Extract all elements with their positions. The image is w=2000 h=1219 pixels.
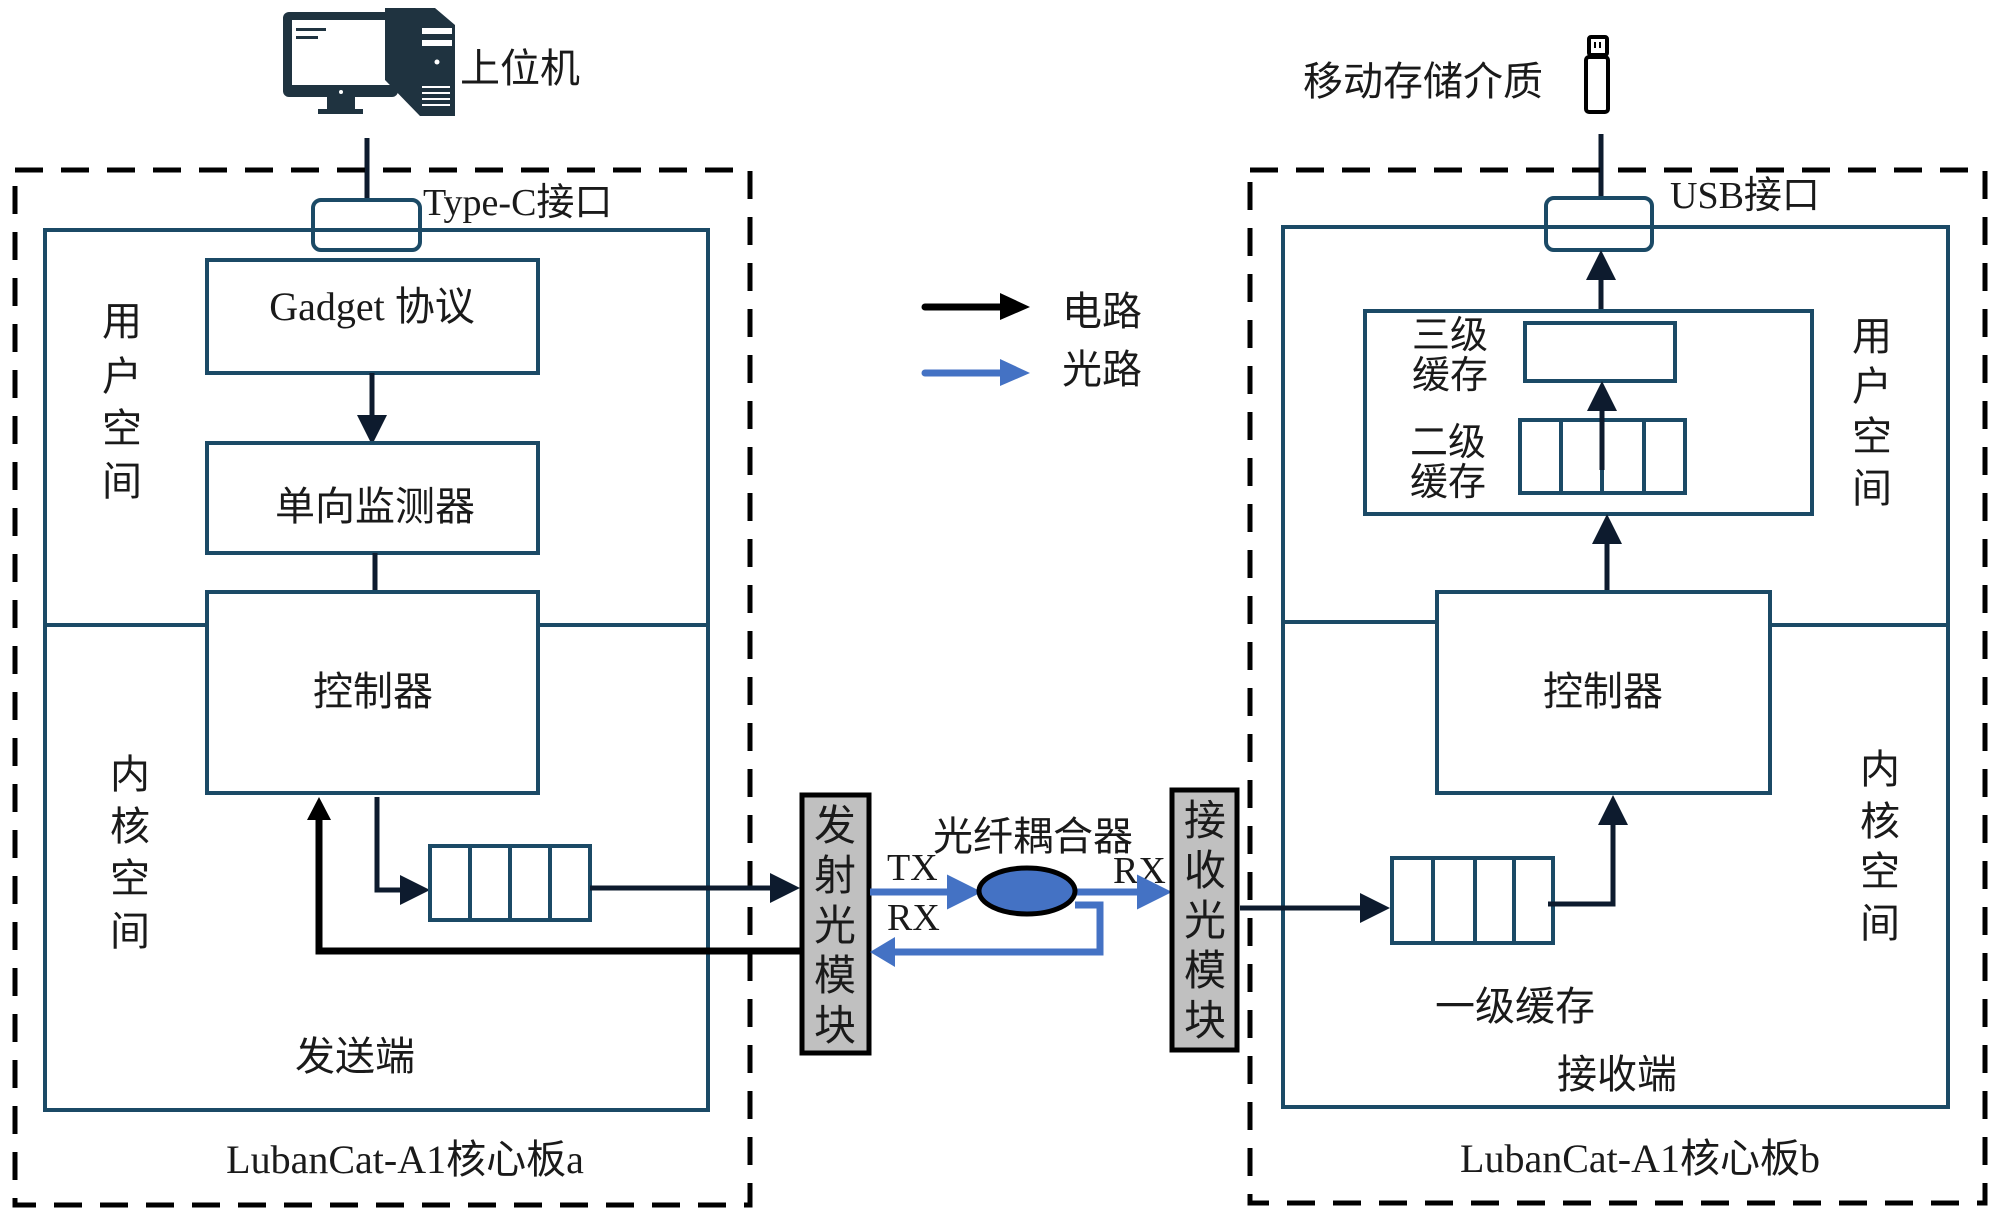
receiver-end-label: 接收端 [1557, 1052, 1677, 1097]
rx-optical-module: 接 收 光 模 块 [1169, 787, 1240, 1053]
sender-user-space-4: 间 [102, 459, 142, 504]
receiver-user-space-4: 间 [1852, 466, 1892, 511]
sender-user-space-3: 空 [102, 406, 142, 451]
rx-module-char-2: 收 [1184, 849, 1226, 895]
l3-cache-box [1523, 321, 1677, 383]
sender-user-space-1: 用 [102, 299, 142, 344]
tx-module-char-5: 块 [814, 1004, 856, 1050]
gadget-protocol-label: Gadget 协议 [269, 284, 475, 329]
rx-module-char-4: 模 [1184, 949, 1226, 995]
l2-cache-label-line2: 缓存 [1410, 462, 1486, 504]
legend-electric-arrowhead [1000, 293, 1030, 320]
rx-module-char-1: 接 [1184, 799, 1226, 845]
typec-port-label: Type-C接口 [423, 182, 612, 224]
receiver-user-space-3: 空 [1852, 414, 1892, 459]
sender-board-label: LubanCat-A1核心板a [226, 1137, 584, 1182]
sender-end-label: 发送端 [295, 1034, 415, 1079]
sender-kernel-space-2: 核 [110, 804, 150, 849]
l3-cache-label-line2: 缓存 [1412, 355, 1488, 397]
sender-user-space-2: 户 [102, 354, 142, 399]
legend-optical-arrowhead [1000, 359, 1030, 386]
rx-feedback-to-controller-arrow [315, 815, 800, 955]
rx-right-label: RX [1113, 850, 1166, 892]
usb-port-label: USB接口 [1670, 175, 1820, 217]
tx-module-char-1: 发 [814, 804, 856, 850]
storage-label: 移动存储介质 [1303, 59, 1543, 104]
host-label: 上位机 [460, 46, 580, 91]
coupler-label: 光纤耦合器 [933, 814, 1133, 859]
receiver-board-outline [1247, 167, 1988, 1206]
receiver-inner-box [1281, 225, 1950, 1109]
sender-board-outline [12, 167, 753, 1208]
l1-cache-queue [1390, 856, 1555, 945]
rx-module-char-5: 块 [1184, 999, 1226, 1045]
receiver-user-space-2: 户 [1852, 364, 1892, 409]
feedback-arrowhead [307, 797, 331, 820]
rx-module-char-3: 光 [1184, 899, 1226, 945]
receiver-board: USB接口 用 户 空 间 内 核 空 间 三级 缓存 二级 缓存 控制器 [1240, 167, 1988, 1206]
receiver-user-space-1: 用 [1852, 314, 1892, 359]
sender-controller-box [205, 590, 540, 795]
one-way-monitor-box [205, 441, 540, 555]
sender-kernel-space-1: 内 [110, 752, 150, 797]
controller-to-queue-arrow [374, 797, 430, 905]
receiver-kernel-space-1: 内 [1860, 747, 1900, 792]
l3-cache-label-line1: 三级 [1412, 315, 1488, 357]
sender-board: Type-C接口 用 户 空 间 内 核 空 间 Gadget 协议 单向监测器… [12, 167, 800, 1208]
usb-port [1544, 196, 1654, 252]
receiver-kernel-space-4: 间 [1860, 901, 1900, 946]
optical-link: 光纤耦合器 TX RX RX [870, 814, 1172, 967]
l1-to-controller-arrow [1548, 795, 1628, 907]
tx-module-char-3: 光 [814, 904, 856, 950]
sender-inner-box [43, 228, 710, 1112]
receiver-board-label: LubanCat-A1核心板b [1460, 1136, 1820, 1181]
gadget-protocol-box [205, 258, 540, 375]
sender-kernel-space-4: 间 [110, 909, 150, 954]
receiver-controller-box [1435, 590, 1772, 795]
rx-left-label: RX [887, 897, 940, 939]
loopback-arrowhead [870, 937, 895, 967]
usb-drive-icon [1584, 35, 1610, 114]
fiber-coupler-icon [976, 865, 1078, 917]
sender-queue [428, 844, 592, 922]
coupler-loopback-link [895, 901, 1104, 956]
desktop-computer-icon [283, 8, 455, 116]
receiver-kernel-space-3: 空 [1860, 849, 1900, 894]
l2-cache-label-line1: 二级 [1410, 422, 1486, 464]
tx-module-char-4: 模 [814, 954, 856, 1000]
legend-electric-label: 电路 [1062, 289, 1142, 334]
legend: 电路 光路 [921, 289, 1142, 392]
receiver-controller-label: 控制器 [1543, 669, 1663, 714]
sender-kernel-space-3: 空 [110, 856, 150, 901]
tx-optical-module: 发 射 光 模 块 [799, 792, 872, 1056]
one-way-monitor-label: 单向监测器 [275, 484, 475, 529]
l1-cache-label: 一级缓存 [1435, 984, 1595, 1029]
sender-controller-label: 控制器 [313, 669, 433, 714]
receiver-kernel-space-2: 核 [1860, 799, 1900, 844]
legend-optical-label: 光路 [1062, 347, 1142, 392]
typec-port [311, 198, 422, 252]
tx-label: TX [887, 847, 938, 889]
tx-module-char-2: 射 [814, 854, 856, 900]
